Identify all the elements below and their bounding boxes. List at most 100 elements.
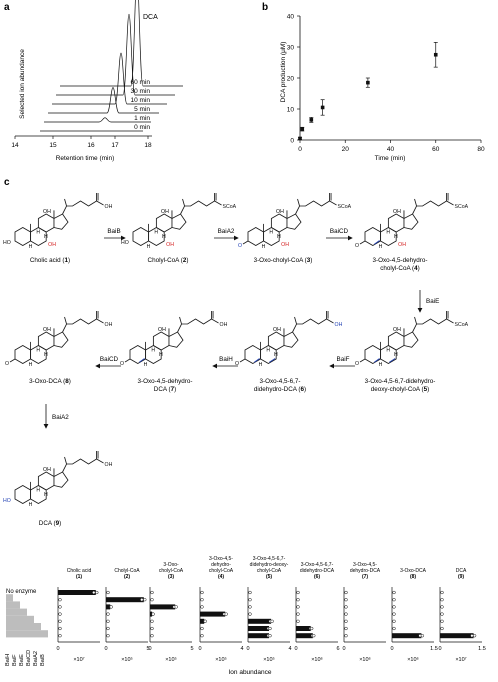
- replicate-point: [392, 612, 396, 616]
- molecule-bond: [214, 200, 222, 206]
- enzyme-axis-label: BaiH: [5, 654, 11, 666]
- molecule-bond: [96, 318, 104, 324]
- panel-a-xtick-label: 15: [49, 142, 57, 149]
- molecule-bond: [180, 200, 215, 215]
- column-tick-left: 0: [342, 646, 345, 652]
- column-tick-left: 0: [438, 646, 441, 652]
- molecule-bond: [96, 458, 104, 464]
- column-tick-left: 0: [56, 646, 59, 652]
- molecule-bond: [414, 198, 417, 207]
- enzyme-label: BaiCD: [100, 356, 119, 363]
- panel-a-trace-label: 60 min: [130, 79, 150, 86]
- replicate-point: [203, 619, 207, 623]
- compound-number: (6): [314, 574, 320, 580]
- replicate-point: [106, 590, 110, 595]
- replicate-point: [440, 590, 444, 595]
- replicate-point: [58, 626, 62, 631]
- column-multiplier: ×10⁵: [121, 656, 133, 663]
- replicate-point: [296, 612, 300, 616]
- replicate-point: [310, 626, 314, 631]
- compound-name: cholyl-CoA: [209, 568, 234, 574]
- replicate-point: [392, 605, 396, 609]
- atom-label-oh: OH: [43, 327, 51, 333]
- replicate-point: [268, 626, 272, 631]
- panel-b-ytick-label: 20: [287, 75, 295, 82]
- compound-name: 3-Oxo-: [163, 562, 179, 568]
- abundance-bar: [106, 604, 111, 610]
- replicate-point: [392, 626, 396, 631]
- atom-label-oh: OH: [276, 209, 284, 215]
- atom-label-o: O: [120, 361, 124, 367]
- atom-label-h: H: [36, 488, 40, 494]
- molecule-tail-label: SCoA: [455, 204, 469, 210]
- replicate-point: [248, 598, 252, 602]
- replicate-point: [150, 598, 154, 602]
- column-tick-right: 5: [190, 646, 193, 652]
- replicate-point: [248, 605, 252, 609]
- compound-number: (4): [218, 574, 224, 580]
- atom-label-oh: OH: [43, 467, 51, 473]
- atom-label-h: H: [144, 362, 148, 368]
- molecule-bond: [295, 200, 330, 215]
- replicate-point: [344, 612, 348, 616]
- replicate-point: [344, 598, 348, 602]
- molecule-name: 3-Oxo-4,5-dehydro-DCA (7): [138, 378, 193, 393]
- column-multiplier: ×10⁵: [165, 656, 177, 663]
- column-tick-right: 1.5: [478, 646, 486, 652]
- compound-name: 3-Oxo-DCA: [400, 568, 427, 574]
- panel-b-point: [366, 80, 370, 85]
- column-multiplier: ×10⁷: [73, 656, 84, 663]
- replicate-point: [200, 634, 204, 638]
- replicate-point: [296, 598, 300, 602]
- molecule-name: 3-Oxo-DCA (8): [29, 378, 71, 385]
- enzyme-label: BaiA2: [218, 228, 235, 235]
- molecule-bond: [270, 213, 288, 233]
- replicate-point: [150, 634, 154, 638]
- atom-label-oh: OH: [43, 209, 51, 215]
- atom-label-ho: HO: [3, 240, 11, 246]
- replicate-point: [200, 626, 204, 631]
- panel-a-trace: [52, 52, 167, 105]
- replicate-point: [58, 612, 62, 616]
- abundance-column: 3-Oxo-4,5-6,7-didehydro-deoxy-cholyl-CoA…: [246, 556, 291, 663]
- atom-label-h: H: [277, 234, 281, 240]
- replicate-point: [58, 619, 62, 623]
- replicate-point: [248, 590, 252, 595]
- abundance-bar: [296, 626, 311, 631]
- molecule-bond: [62, 458, 97, 473]
- atom-label-h: H: [274, 352, 278, 358]
- replicate-point: [224, 612, 228, 616]
- replicate-point: [140, 598, 144, 602]
- column-tick-left: 0: [390, 646, 393, 652]
- column-tick-left: 0: [104, 646, 107, 652]
- replicate-point: [392, 598, 396, 602]
- replicate-point: [92, 590, 96, 595]
- molecule-bond: [403, 213, 419, 230]
- replicate-point: [270, 619, 274, 623]
- row-label-no-enzyme: No enzyme: [6, 589, 37, 595]
- compound-number: (8): [410, 574, 416, 580]
- panel-b-xtick-label: 20: [342, 146, 350, 153]
- molecule-bond: [387, 331, 405, 351]
- molecule-bond: [359, 240, 366, 245]
- double-bond: [374, 358, 380, 363]
- molecule-name: DCA (9): [39, 520, 61, 527]
- molecule-bond: [446, 200, 454, 206]
- molecule-bond: [283, 331, 299, 348]
- molecule-bond: [9, 358, 16, 363]
- molecule-bond: [53, 213, 69, 230]
- enzyme-label: BaiH: [219, 356, 233, 363]
- replicate-point: [150, 626, 154, 631]
- enzyme-label: BaiCD: [330, 228, 349, 235]
- atom-label-o: O: [355, 243, 359, 249]
- molecule-bond: [14, 485, 32, 504]
- enzyme-presence-cell: [6, 608, 27, 616]
- replicate-point: [312, 634, 316, 638]
